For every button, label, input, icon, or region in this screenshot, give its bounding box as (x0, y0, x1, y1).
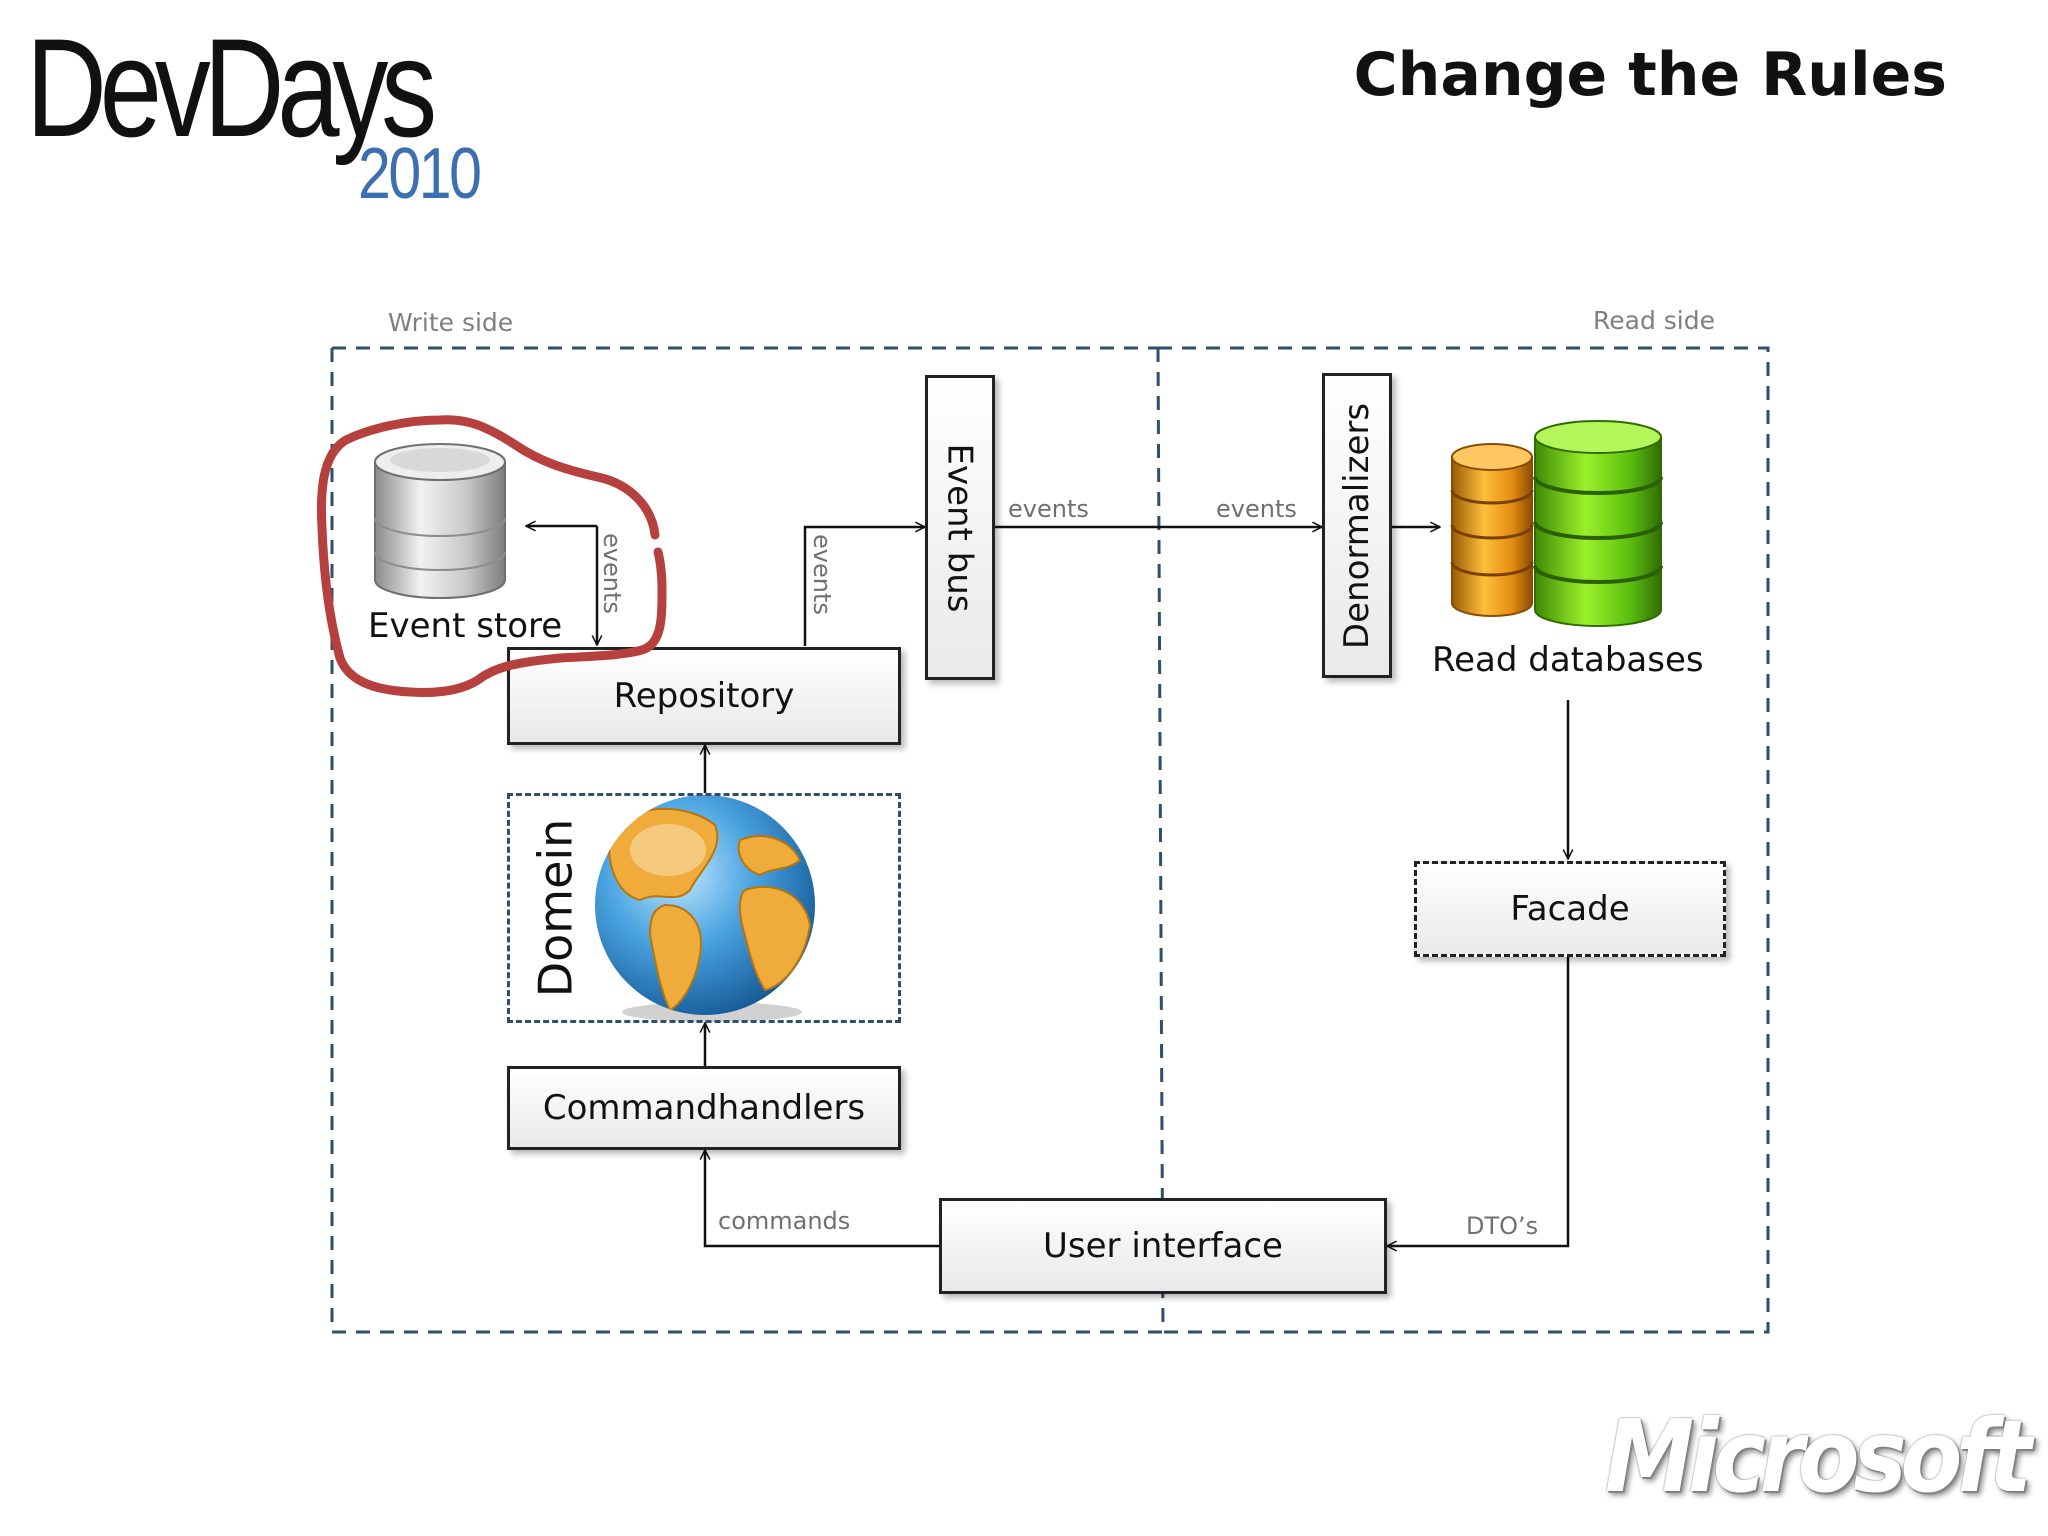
event-store-icon (374, 443, 506, 599)
denormalizers-box: Denormalizers (1322, 373, 1392, 678)
section-divider (1156, 347, 1165, 1333)
edge-facade-ui (1387, 957, 1570, 1246)
slide-title: Change the Rules (1353, 40, 1947, 110)
microsoft-logo: Microsoft (1605, 1398, 2032, 1515)
read-databases-label: Read databases (1432, 640, 1704, 680)
edge-label-bus-events: events (1008, 495, 1089, 523)
devdays-logo-year: 2010 (358, 134, 482, 214)
edge-label-commands: commands (718, 1207, 851, 1235)
read-databases-icon (1450, 420, 1663, 627)
edge-ui-commandhandlers (705, 1150, 939, 1248)
domain-label-wrap: Domein (515, 790, 595, 1026)
edge-repository-eventbus (803, 527, 925, 646)
edge-label-denorm-events: events (1216, 495, 1297, 523)
devdays-logo: DevDays (26, 9, 437, 166)
commandhandlers-label: Commandhandlers (542, 1088, 866, 1128)
read-side-label: Read side (1593, 306, 1715, 335)
edge-label-dtos: DTO’s (1466, 1212, 1539, 1240)
edge-label-repo-events: events (808, 534, 836, 615)
user-interface-label: User interface (1043, 1226, 1283, 1266)
facade-box: Facade (1414, 861, 1726, 957)
user-interface-box: User interface (939, 1198, 1387, 1294)
facade-label: Facade (1510, 889, 1630, 929)
globe-icon (595, 795, 815, 1022)
write-side-border (330, 346, 1163, 1334)
write-side-label: Write side (388, 308, 514, 337)
repository-label: Repository (613, 676, 795, 716)
denormalizers-label: Denormalizers (1337, 402, 1378, 649)
domain-frame (507, 793, 901, 1023)
edge-label-store-events: events (598, 533, 626, 614)
read-side-border (1158, 346, 1770, 1334)
event-bus-box: Event bus (925, 375, 995, 680)
domain-label: Domein (528, 818, 583, 998)
event-store-label: Event store (368, 606, 563, 646)
event-bus-label: Event bus (940, 442, 980, 613)
repository-box: Repository (507, 647, 901, 745)
commandhandlers-box: Commandhandlers (507, 1066, 901, 1150)
